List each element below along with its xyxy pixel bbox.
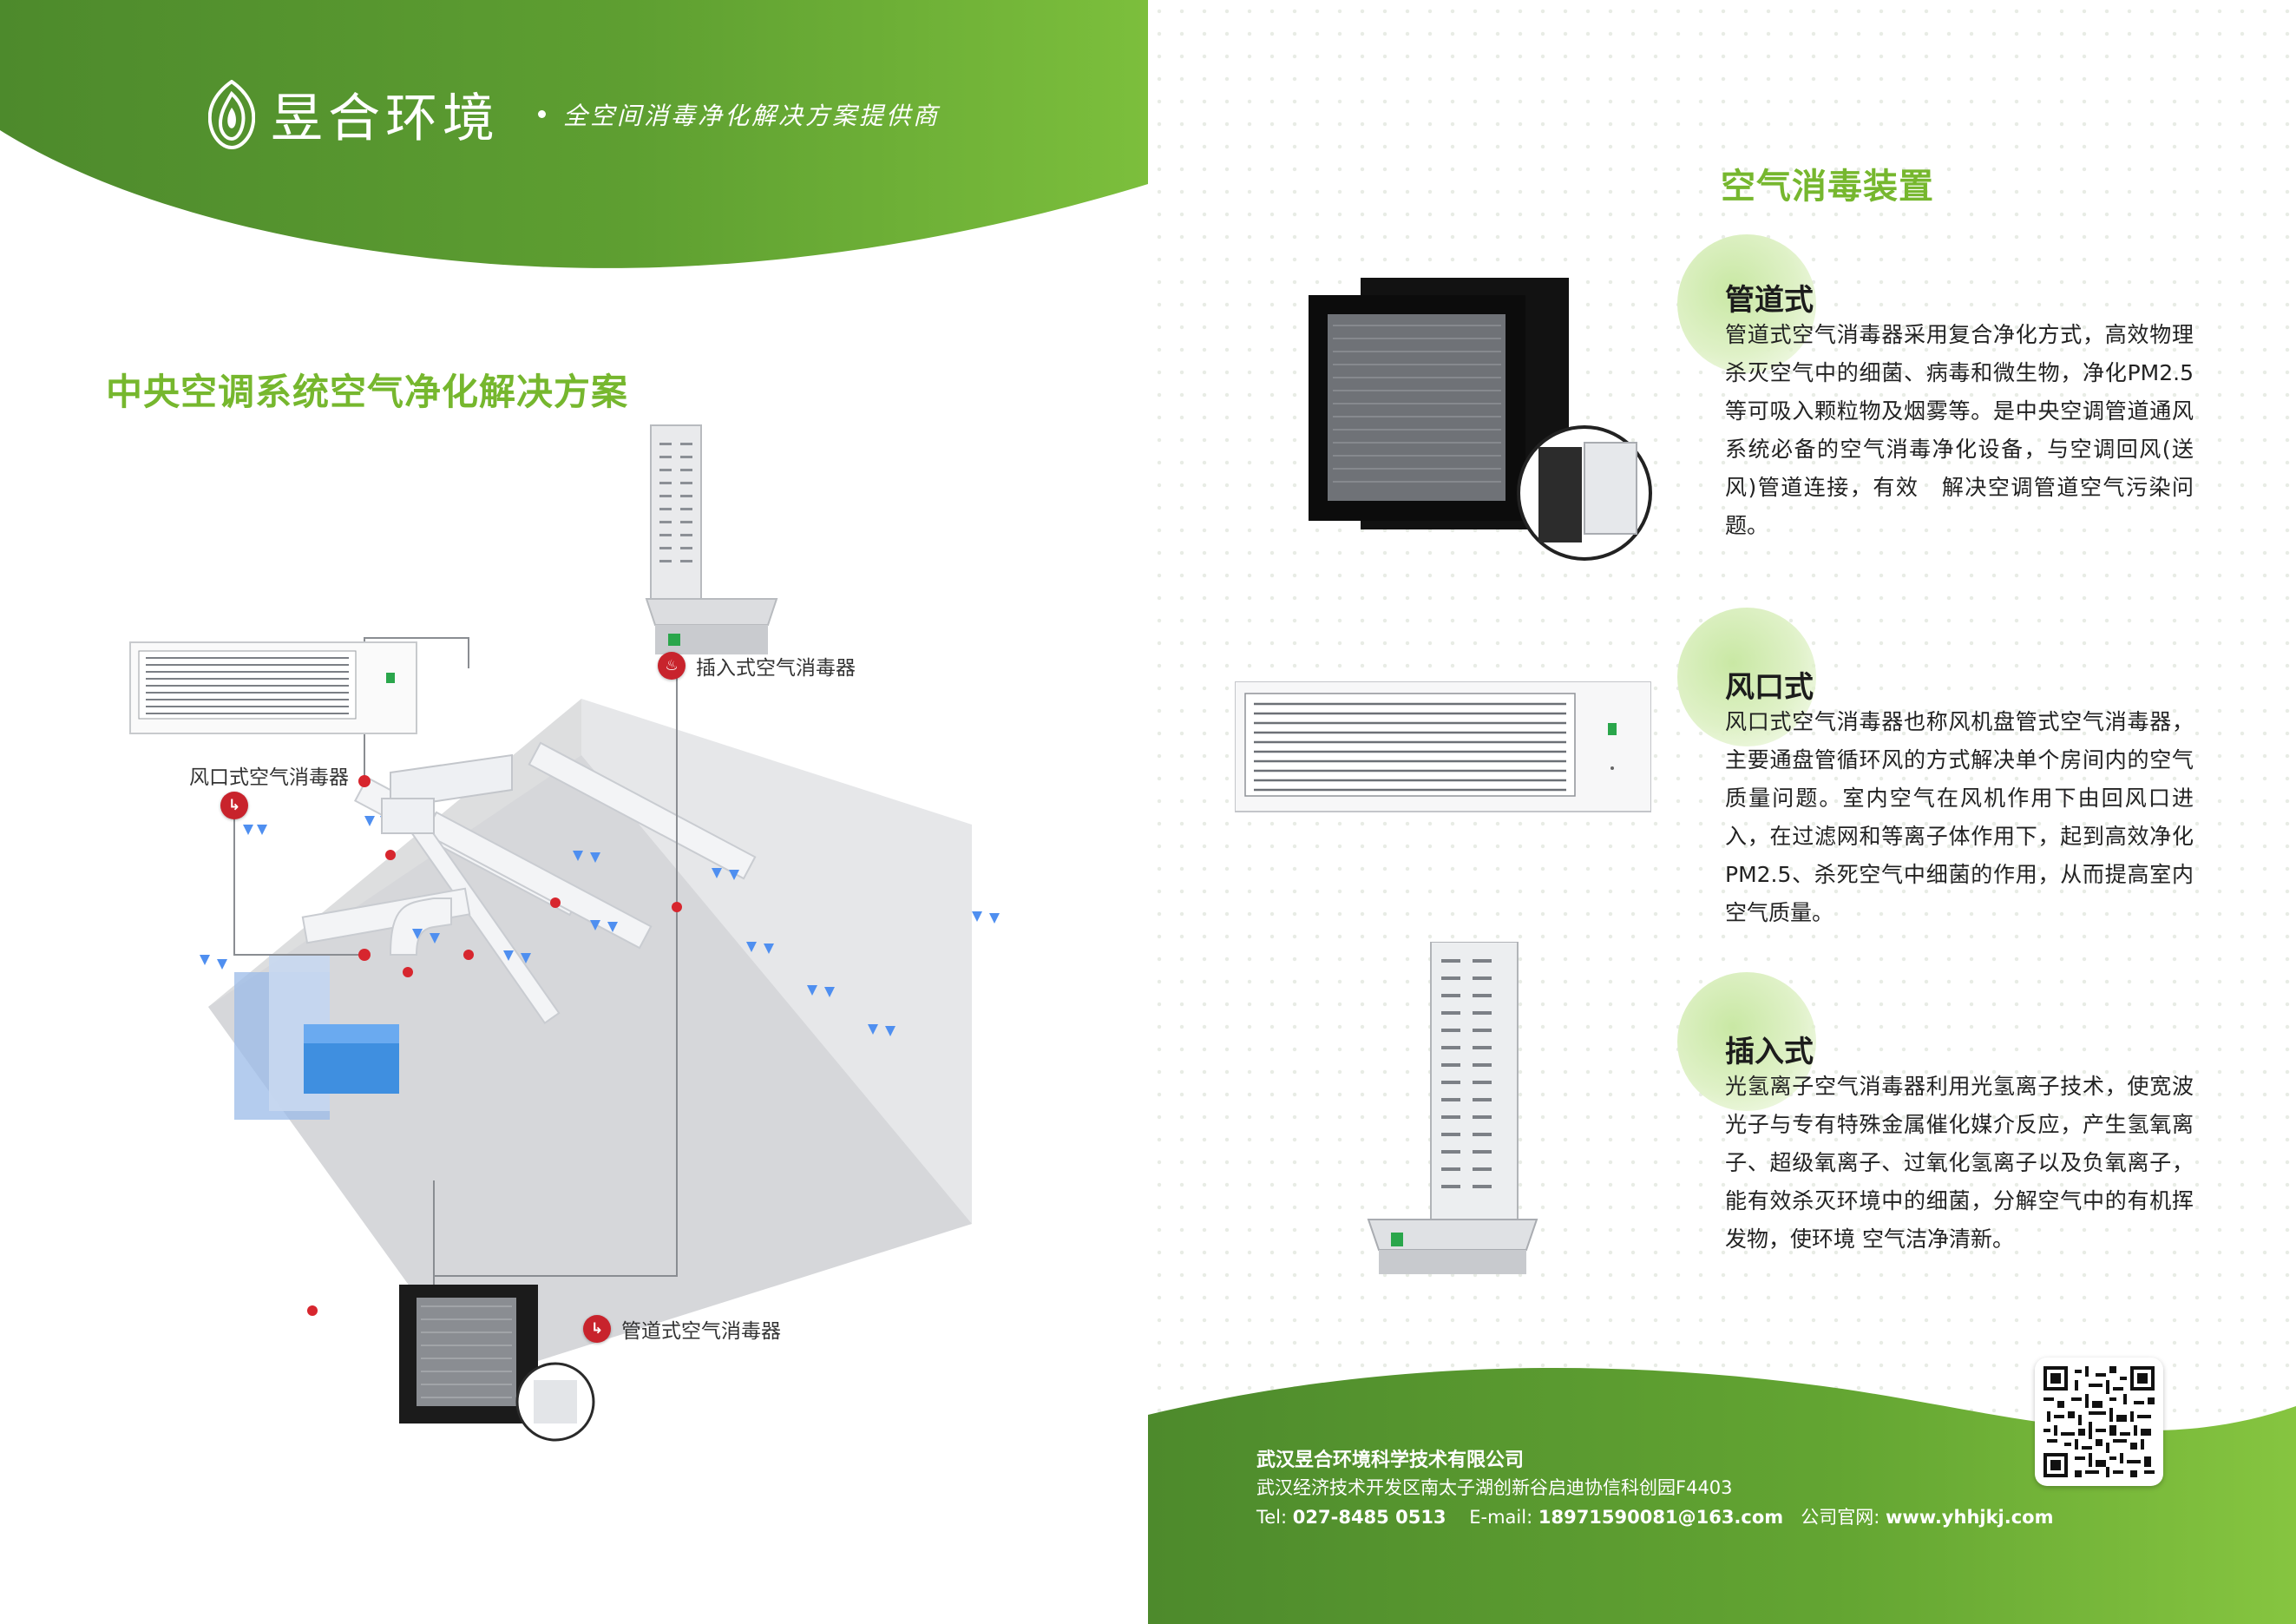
plugin-marker-icon: ♨ <box>658 652 686 680</box>
footer-contact: Tel: 027-8485 0513 E-mail: 18971590081@1… <box>1256 1507 2054 1528</box>
footer-wave <box>1148 1368 2296 1624</box>
plugin-section-title: 插入式 <box>1725 1035 1814 1069</box>
vent-label: 风口式空气消毒器 <box>189 766 349 789</box>
brand-name: 昱合环境 <box>271 89 500 149</box>
vent-type-product-image <box>1235 681 1651 812</box>
duct-section-circle <box>1677 234 1816 373</box>
footer-website[interactable]: www.yhhjkj.com <box>1885 1507 2054 1528</box>
duct-section-body: 管道式空气消毒器采用复合净化方式，高效物理杀灭空气中的细菌、病毒和微生物，净化P… <box>1725 322 2194 538</box>
plugin-type-product-image <box>1367 942 1538 1274</box>
footer-address: 武汉经济技术开发区南太子湖创新谷启迪协信科创园F4403 <box>1256 1477 1733 1498</box>
duct-marker-icon: ↳ <box>583 1315 611 1343</box>
air-handler-unit <box>304 1042 399 1094</box>
footer-phone[interactable]: 027-8485 0513 <box>1292 1507 1446 1528</box>
qr-code-icon <box>2043 1366 2155 1477</box>
logo: 昱合环境 全空间消毒净化解决方案提供商 <box>208 76 940 152</box>
vent-section-title: 风口式 <box>1725 670 1814 705</box>
vent-device-illustration <box>129 641 417 734</box>
left-page: 昱合环境 全空间消毒净化解决方案提供商 中央空调系统空气净化解决方案 <box>0 0 1148 1442</box>
duct-label: ↳ 管道式空气消毒器 <box>583 1314 781 1344</box>
sensor-dots <box>307 775 682 1316</box>
plugin-section-body: 光氢离子空气消毒器利用光氢离子技术，使宽波光子与专有特殊金属催化媒介反应，产生氢… <box>1725 1074 2194 1252</box>
qr-code[interactable] <box>2035 1358 2163 1486</box>
airflow-arrows <box>200 816 1000 1036</box>
plugin-label: ♨ 插入式空气消毒器 <box>658 651 856 681</box>
slogan: 全空间消毒净化解决方案提供商 <box>563 101 941 130</box>
air-handler-top <box>304 1024 399 1043</box>
hvac-system-diagram <box>129 424 1000 1442</box>
slogan-separator <box>538 110 546 118</box>
logo-leaf-icon <box>208 79 255 149</box>
right-page: 空气消毒装置 管道式 管道式空气消毒器采用复合净化方式，高效物理杀灭空气中的细菌… <box>1148 0 2296 1624</box>
vent-section-circle <box>1677 608 1816 746</box>
duct-section-title: 管道式 <box>1725 283 1814 318</box>
vent-section-body: 风口式空气消毒器也称风机盘管式空气消毒器，主要通盘管循环风的方式解决单个房间内的… <box>1725 709 2194 925</box>
vent-marker-icon: ↳ <box>220 792 248 819</box>
plugin-device-illustration <box>645 424 778 654</box>
footer-email[interactable]: 18971590081@163.com <box>1538 1507 1784 1528</box>
header-wave <box>0 0 1148 268</box>
elbow-duct-illustration <box>381 753 513 834</box>
duct-device-illustration <box>399 1285 595 1442</box>
footer-company: 武汉昱合环境科学技术有限公司 <box>1256 1450 1525 1471</box>
plugin-section-circle <box>1677 972 1816 1111</box>
left-page-title: 中央空调系统空气净化解决方案 <box>106 371 629 413</box>
duct-type-product-image <box>1309 278 1652 561</box>
right-page-title: 空气消毒装置 <box>1721 167 1934 207</box>
